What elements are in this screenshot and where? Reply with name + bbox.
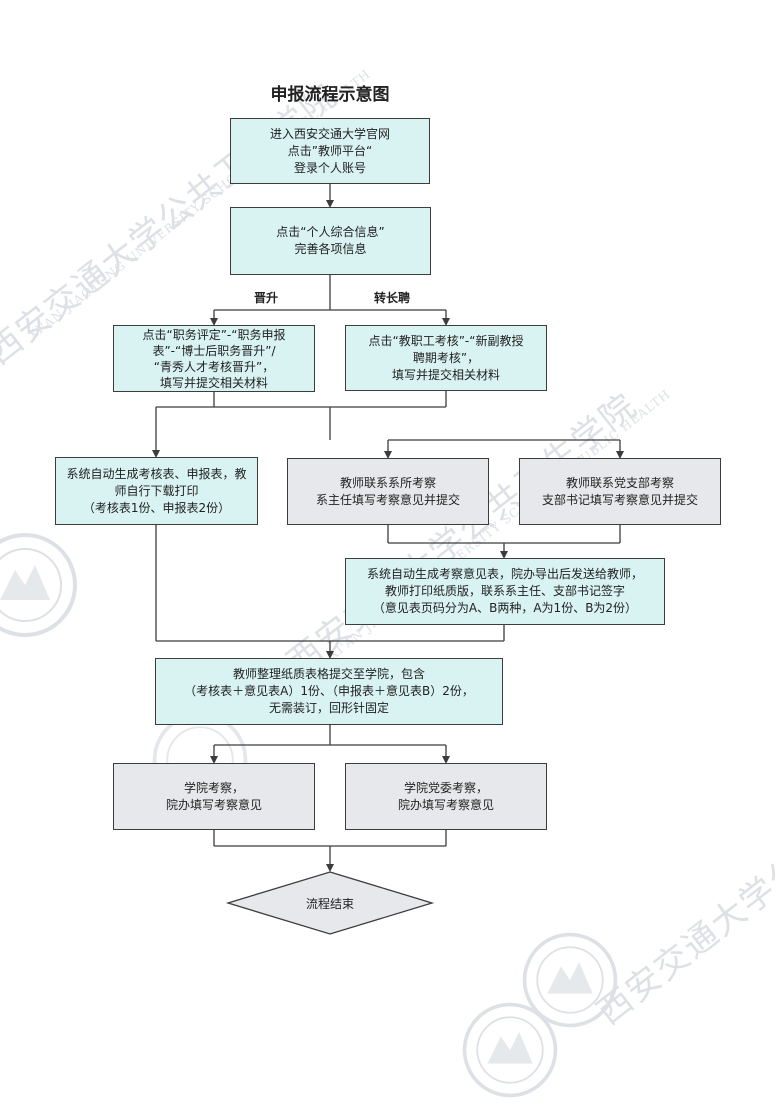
step-text: 教师打印纸质版，联系系主任、支部书记签字 xyxy=(384,584,625,598)
step-text: 师自行下载打印 xyxy=(114,483,199,498)
step-text: 填写并提交相关材料 xyxy=(391,367,500,382)
end-diamond xyxy=(225,871,435,935)
step-text: 无需装订，回形针固定 xyxy=(268,701,389,715)
step-opinion-form: 系统自动生成考察意见表，院办导出后发送给教师， 教师打印纸质版，联系系主任、支部… xyxy=(345,558,665,625)
step-department-review: 教师联系系所考察 系主任填写考察意见并提交 xyxy=(287,458,489,525)
step-party-committee-review: 学院党委考察， 院办填写考察意见 xyxy=(345,763,547,830)
step-party-branch-review: 教师联系党支部考察 支部书记填写考察意见并提交 xyxy=(519,458,721,525)
step-text: 系主任填写考察意见并提交 xyxy=(315,492,460,507)
step-login: 进入西安交通大学官网 点击”教师平台“ 登录个人账号 xyxy=(230,118,430,184)
step-text: 进入西安交通大学官网 xyxy=(269,126,390,141)
step-text: 登录个人账号 xyxy=(293,160,366,175)
step-college-review: 学院考察， 院办填写考察意见 xyxy=(113,763,315,830)
step-text: 点击“职务评定”-“职务申报 xyxy=(142,327,286,342)
step-text: 系统自动生成考察意见表，院办导出后发送给教师， xyxy=(366,567,643,581)
page-title: 申报流程示意图 xyxy=(270,85,390,105)
step-text: 系统自动生成考核表、申报表，教 xyxy=(66,466,247,481)
step-text: 教师联系系所考察 xyxy=(339,475,436,490)
step-text: （考核表＋意见表A）1份、（申报表＋意见表B）2份， xyxy=(184,684,474,698)
step-submit-paper: 教师整理纸质表格提交至学院，包含 （考核表＋意见表A）1份、（申报表＋意见表B）… xyxy=(155,658,503,725)
step-text: （意见表页码分为A、B两种，A为1份、B为2份） xyxy=(372,601,638,615)
step-text: 完善各项信息 xyxy=(294,242,367,256)
step-text: 教师整理纸质表格提交至学院，包含 xyxy=(232,667,425,681)
step-text: 表”-“博士后职务晋升”/ xyxy=(152,343,276,358)
step-text: 支部书记填写考察意见并提交 xyxy=(541,492,698,507)
step-tenure-apply: 点击“教职工考核”-“新副教授 聘期考核”， 填写并提交相关材料 xyxy=(345,325,547,391)
step-text: 点击“个人综合信息” xyxy=(276,225,385,239)
step-text: 点击“教职工考核”-“新副教授 xyxy=(368,333,524,348)
end-label: 流程结束 xyxy=(305,896,354,911)
step-text: 学院党委考察， xyxy=(403,780,488,795)
step-text: 教师联系党支部考察 xyxy=(565,475,674,490)
step-text: 学院考察， xyxy=(183,780,244,795)
step-promotion-apply: 点击“职务评定”-“职务申报 表”-“博士后职务晋升”/ “青秀人才考核晋升”，… xyxy=(113,325,315,392)
step-text: 聘期考核”， xyxy=(412,350,480,365)
step-print-forms: 系统自动生成考核表、申报表，教 师自行下载打印 （考核表1份、申报表2份） xyxy=(55,457,258,525)
step-text: （考核表1份、申报表2份） xyxy=(82,500,231,515)
school-seal-icon xyxy=(462,1002,558,1098)
school-seal-icon xyxy=(0,533,77,637)
step-personal-info: 点击“个人综合信息” 完善各项信息 xyxy=(230,207,431,275)
step-text: “青秀人才考核晋升”， xyxy=(153,359,275,374)
branch-label-tenure: 转长聘 xyxy=(374,291,411,305)
step-text: 院办填写考察意见 xyxy=(397,797,494,812)
step-text: 院办填写考察意见 xyxy=(165,797,262,812)
step-text: 填写并提交相关材料 xyxy=(159,375,268,390)
step-text: 点击”教师平台“ xyxy=(287,143,373,158)
school-seal-icon xyxy=(522,932,618,1028)
branch-label-promotion: 晋升 xyxy=(254,291,279,305)
